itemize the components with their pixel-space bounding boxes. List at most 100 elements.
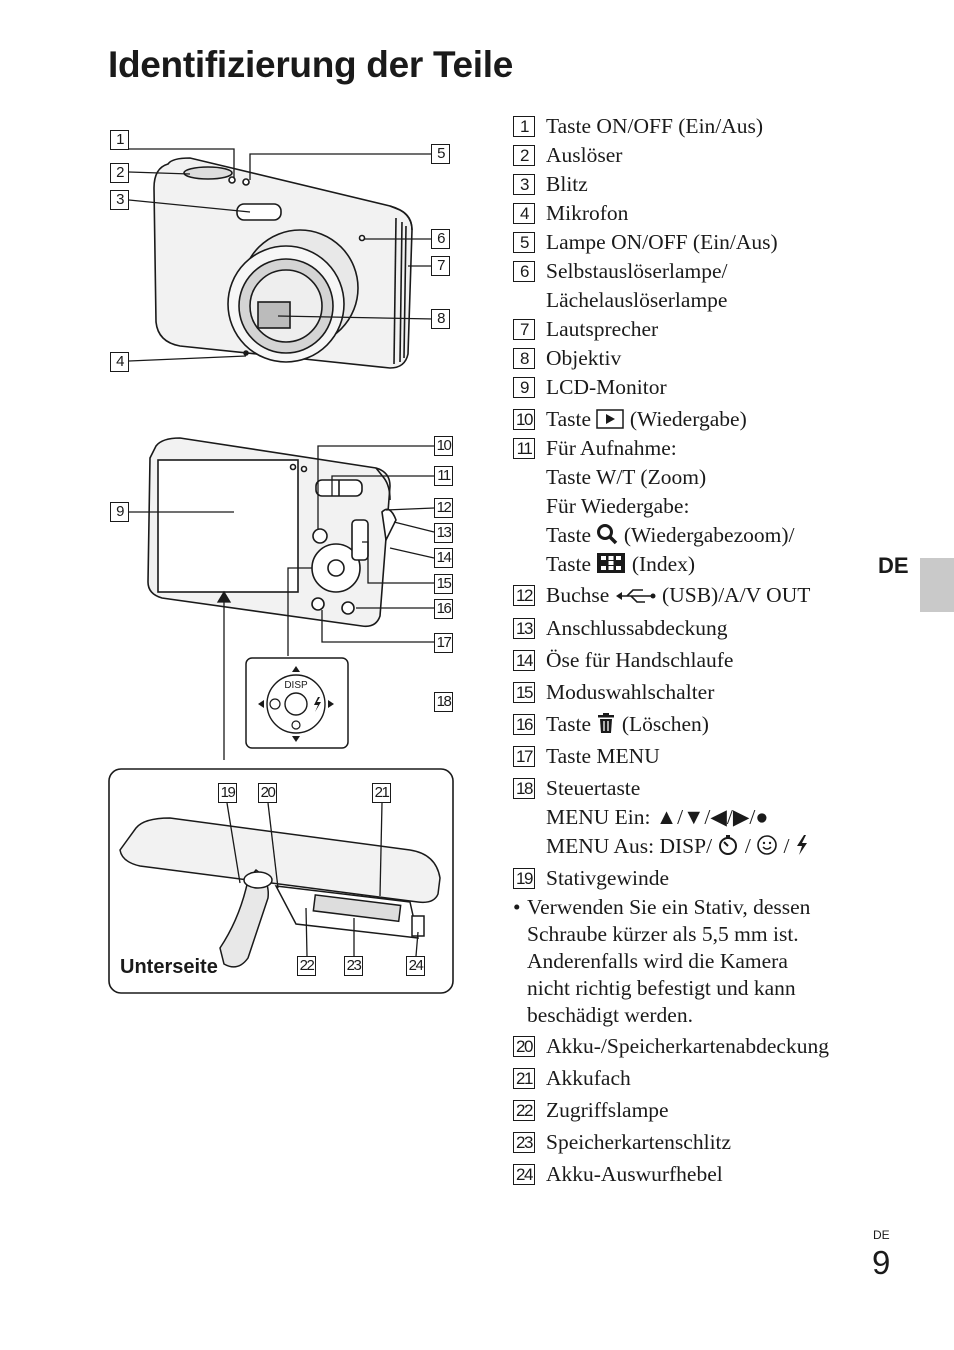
note-text: Schraube kürzer als 5,5 mm ist. <box>527 922 799 946</box>
callout-8: 8 <box>431 309 450 329</box>
callout-13: 13 <box>434 523 453 543</box>
list-item: 9 LCD-Monitor <box>513 373 883 402</box>
item-number: 4 <box>513 203 535 224</box>
callout-12: 12 <box>434 498 453 518</box>
smile-icon <box>757 835 777 855</box>
callout-9: 9 <box>110 502 129 522</box>
callout-18: 18 <box>434 692 453 712</box>
item-number: 21 <box>513 1068 535 1089</box>
callout-2: 2 <box>110 163 129 183</box>
callout-23: 23 <box>344 956 363 976</box>
item-text: Lächelauslöserlampe <box>546 288 728 312</box>
page-title: Identifizierung der Teile <box>108 44 514 85</box>
callout-5: 5 <box>431 144 450 164</box>
item-text: MENU Ein: ▲/▼/◀/▶/● <box>546 805 769 829</box>
bullet: • <box>513 895 521 919</box>
note-text: nicht richtig befestigt und kann <box>527 976 796 1000</box>
list-item: 6 Selbstauslöserlampe/ Lächelauslöserlam… <box>513 257 883 315</box>
callout-10: 10 <box>434 436 453 456</box>
item-text: Taste W/T (Zoom) <box>546 465 707 489</box>
item-number: 8 <box>513 348 535 369</box>
callout-19: 19 <box>218 783 237 803</box>
item-text: (Wiedergabe) <box>629 407 747 431</box>
zoom-magnifier-icon <box>597 524 618 545</box>
item-text: Taste ON/OFF (Ein/Aus) <box>546 114 764 138</box>
list-item: 11 Für Aufnahme: Taste W/T (Zoom) Für Wi… <box>513 434 883 579</box>
item-text: Anschlussabdeckung <box>546 616 728 640</box>
item-number: 12 <box>513 585 535 606</box>
item-number: 2 <box>513 145 535 166</box>
item-text: Stativgewinde <box>546 866 670 890</box>
callout-11: 11 <box>434 466 453 486</box>
item-text: (Index) <box>631 552 696 576</box>
note-text: Anderenfalls wird die Kamera <box>527 949 788 973</box>
callout-6: 6 <box>431 229 450 249</box>
callout-16: 16 <box>434 599 453 619</box>
item-text: MENU Aus: DISP/ <box>546 834 713 858</box>
item-text: Taste <box>546 552 592 576</box>
dpad-disp-label: DISP <box>284 680 308 691</box>
item-number: 9 <box>513 377 535 398</box>
item-number: 7 <box>513 319 535 340</box>
item-text: Akku-/Speicherkartenabdeckung <box>546 1034 829 1058</box>
item-number: 24 <box>513 1164 535 1185</box>
item-number: 20 <box>513 1036 535 1057</box>
list-item: 7 Lautsprecher <box>513 315 883 344</box>
note-text: beschädigt werden. <box>527 1003 693 1027</box>
playback-icon <box>596 409 625 429</box>
item-number: 14 <box>513 650 535 671</box>
item-number: 1 <box>513 116 535 137</box>
self-timer-icon <box>719 835 738 855</box>
item-text: (Löschen) <box>621 712 709 736</box>
list-item: 5 Lampe ON/OFF (Ein/Aus) <box>513 228 883 257</box>
item-number: 16 <box>513 714 535 735</box>
index-grid-icon <box>597 553 626 573</box>
callout-14: 14 <box>434 548 453 568</box>
list-item: 19 Stativgewinde <box>513 864 883 893</box>
item-text: Moduswahlschalter <box>546 680 715 704</box>
callout-7: 7 <box>431 256 450 276</box>
list-item: 23 Speicherkartenschlitz <box>513 1128 883 1157</box>
trash-icon <box>598 713 615 733</box>
tripod-note: • Verwenden Sie ein Stativ, dessen Schra… <box>513 894 883 1029</box>
note-text: Verwenden Sie ein Stativ, dessen <box>527 895 811 919</box>
list-item: 21 Akkufach <box>513 1064 883 1093</box>
item-text: Akkufach <box>546 1066 631 1090</box>
item-number: 19 <box>513 868 535 889</box>
item-text: LCD-Monitor <box>546 375 667 399</box>
callout-21: 21 <box>372 783 391 803</box>
callout-3: 3 <box>110 190 129 210</box>
item-number: 17 <box>513 746 535 767</box>
item-text: (Wiedergabezoom)/ <box>623 523 795 547</box>
list-item: 18 Steuertaste MENU Ein: ▲/▼/◀/▶/● MENU … <box>513 774 883 861</box>
item-text: Taste <box>546 407 592 431</box>
item-number: 10 <box>513 409 535 430</box>
callout-4: 4 <box>110 352 129 372</box>
item-text: Taste <box>546 712 592 736</box>
item-text: Lampe ON/OFF (Ein/Aus) <box>546 230 778 254</box>
page-number: 9 <box>872 1244 891 1281</box>
item-text: Taste MENU <box>546 744 660 768</box>
item-text: Für Wiedergabe: <box>546 494 690 518</box>
callout-17: 17 <box>434 633 453 653</box>
list-item: 8 Objektiv <box>513 344 883 373</box>
item-number: 3 <box>513 174 535 195</box>
camera-back-illustration: DISP <box>129 437 435 760</box>
item-number: 13 <box>513 618 535 639</box>
item-text: (USB)/A/V OUT <box>662 583 811 607</box>
list-item: 1 Taste ON/OFF (Ein/Aus) <box>513 112 883 141</box>
language-tab-label: DE <box>878 553 909 578</box>
item-number: 23 <box>513 1132 535 1153</box>
bottom-view-label: Unterseite <box>120 956 218 978</box>
item-number: 15 <box>513 682 535 703</box>
list-item: 24 Akku-Auswurfhebel <box>513 1160 883 1189</box>
item-text: Taste <box>546 523 592 547</box>
item-text: Speicherkartenschlitz <box>546 1130 732 1154</box>
item-text: Selbstauslöserlampe/ <box>546 259 728 283</box>
item-number: 5 <box>513 232 535 253</box>
list-item: 15 Moduswahlschalter <box>513 678 883 707</box>
list-item: 3 Blitz <box>513 170 883 199</box>
flash-icon <box>796 835 807 855</box>
list-item: 17 Taste MENU <box>513 742 883 771</box>
list-item: 13 Anschlussabdeckung <box>513 614 883 643</box>
